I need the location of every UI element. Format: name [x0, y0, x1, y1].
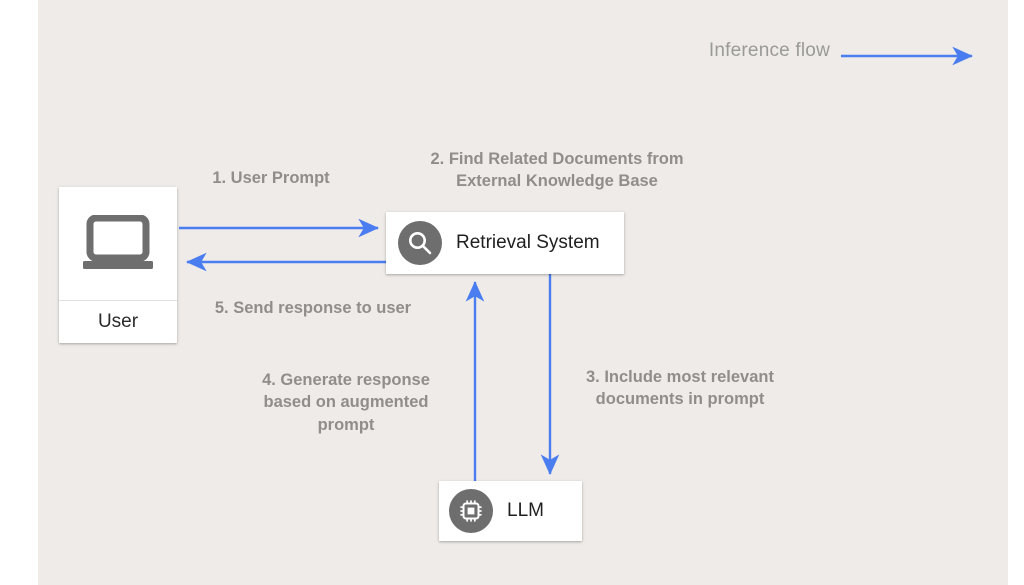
user-icon-area — [59, 187, 177, 301]
chip-icon — [460, 500, 482, 522]
node-llm[interactable]: LLM — [439, 481, 582, 541]
user-label: User — [97, 311, 139, 332]
step-label-2: 2. Find Related Documents from External … — [430, 150, 684, 191]
step-label-3: 3. Include most relevant documents in pr… — [586, 368, 774, 409]
llm-icon-circle — [449, 489, 493, 533]
llm-title: LLM — [507, 500, 544, 521]
step-label-5: 5. Send response to user — [214, 299, 412, 317]
retrieval-icon-circle — [398, 221, 442, 265]
retrieval-system-title: Retrieval System — [456, 232, 600, 253]
laptop-icon — [83, 214, 153, 269]
search-icon — [409, 232, 432, 255]
legend-label: Inference flow — [708, 40, 830, 61]
step-label-1: 1. User Prompt — [212, 169, 330, 187]
node-retrieval-system[interactable]: Retrieval System — [386, 212, 624, 274]
step-label-4: 4. Generate response based on augmented … — [262, 371, 430, 434]
node-user[interactable]: User — [59, 187, 177, 343]
